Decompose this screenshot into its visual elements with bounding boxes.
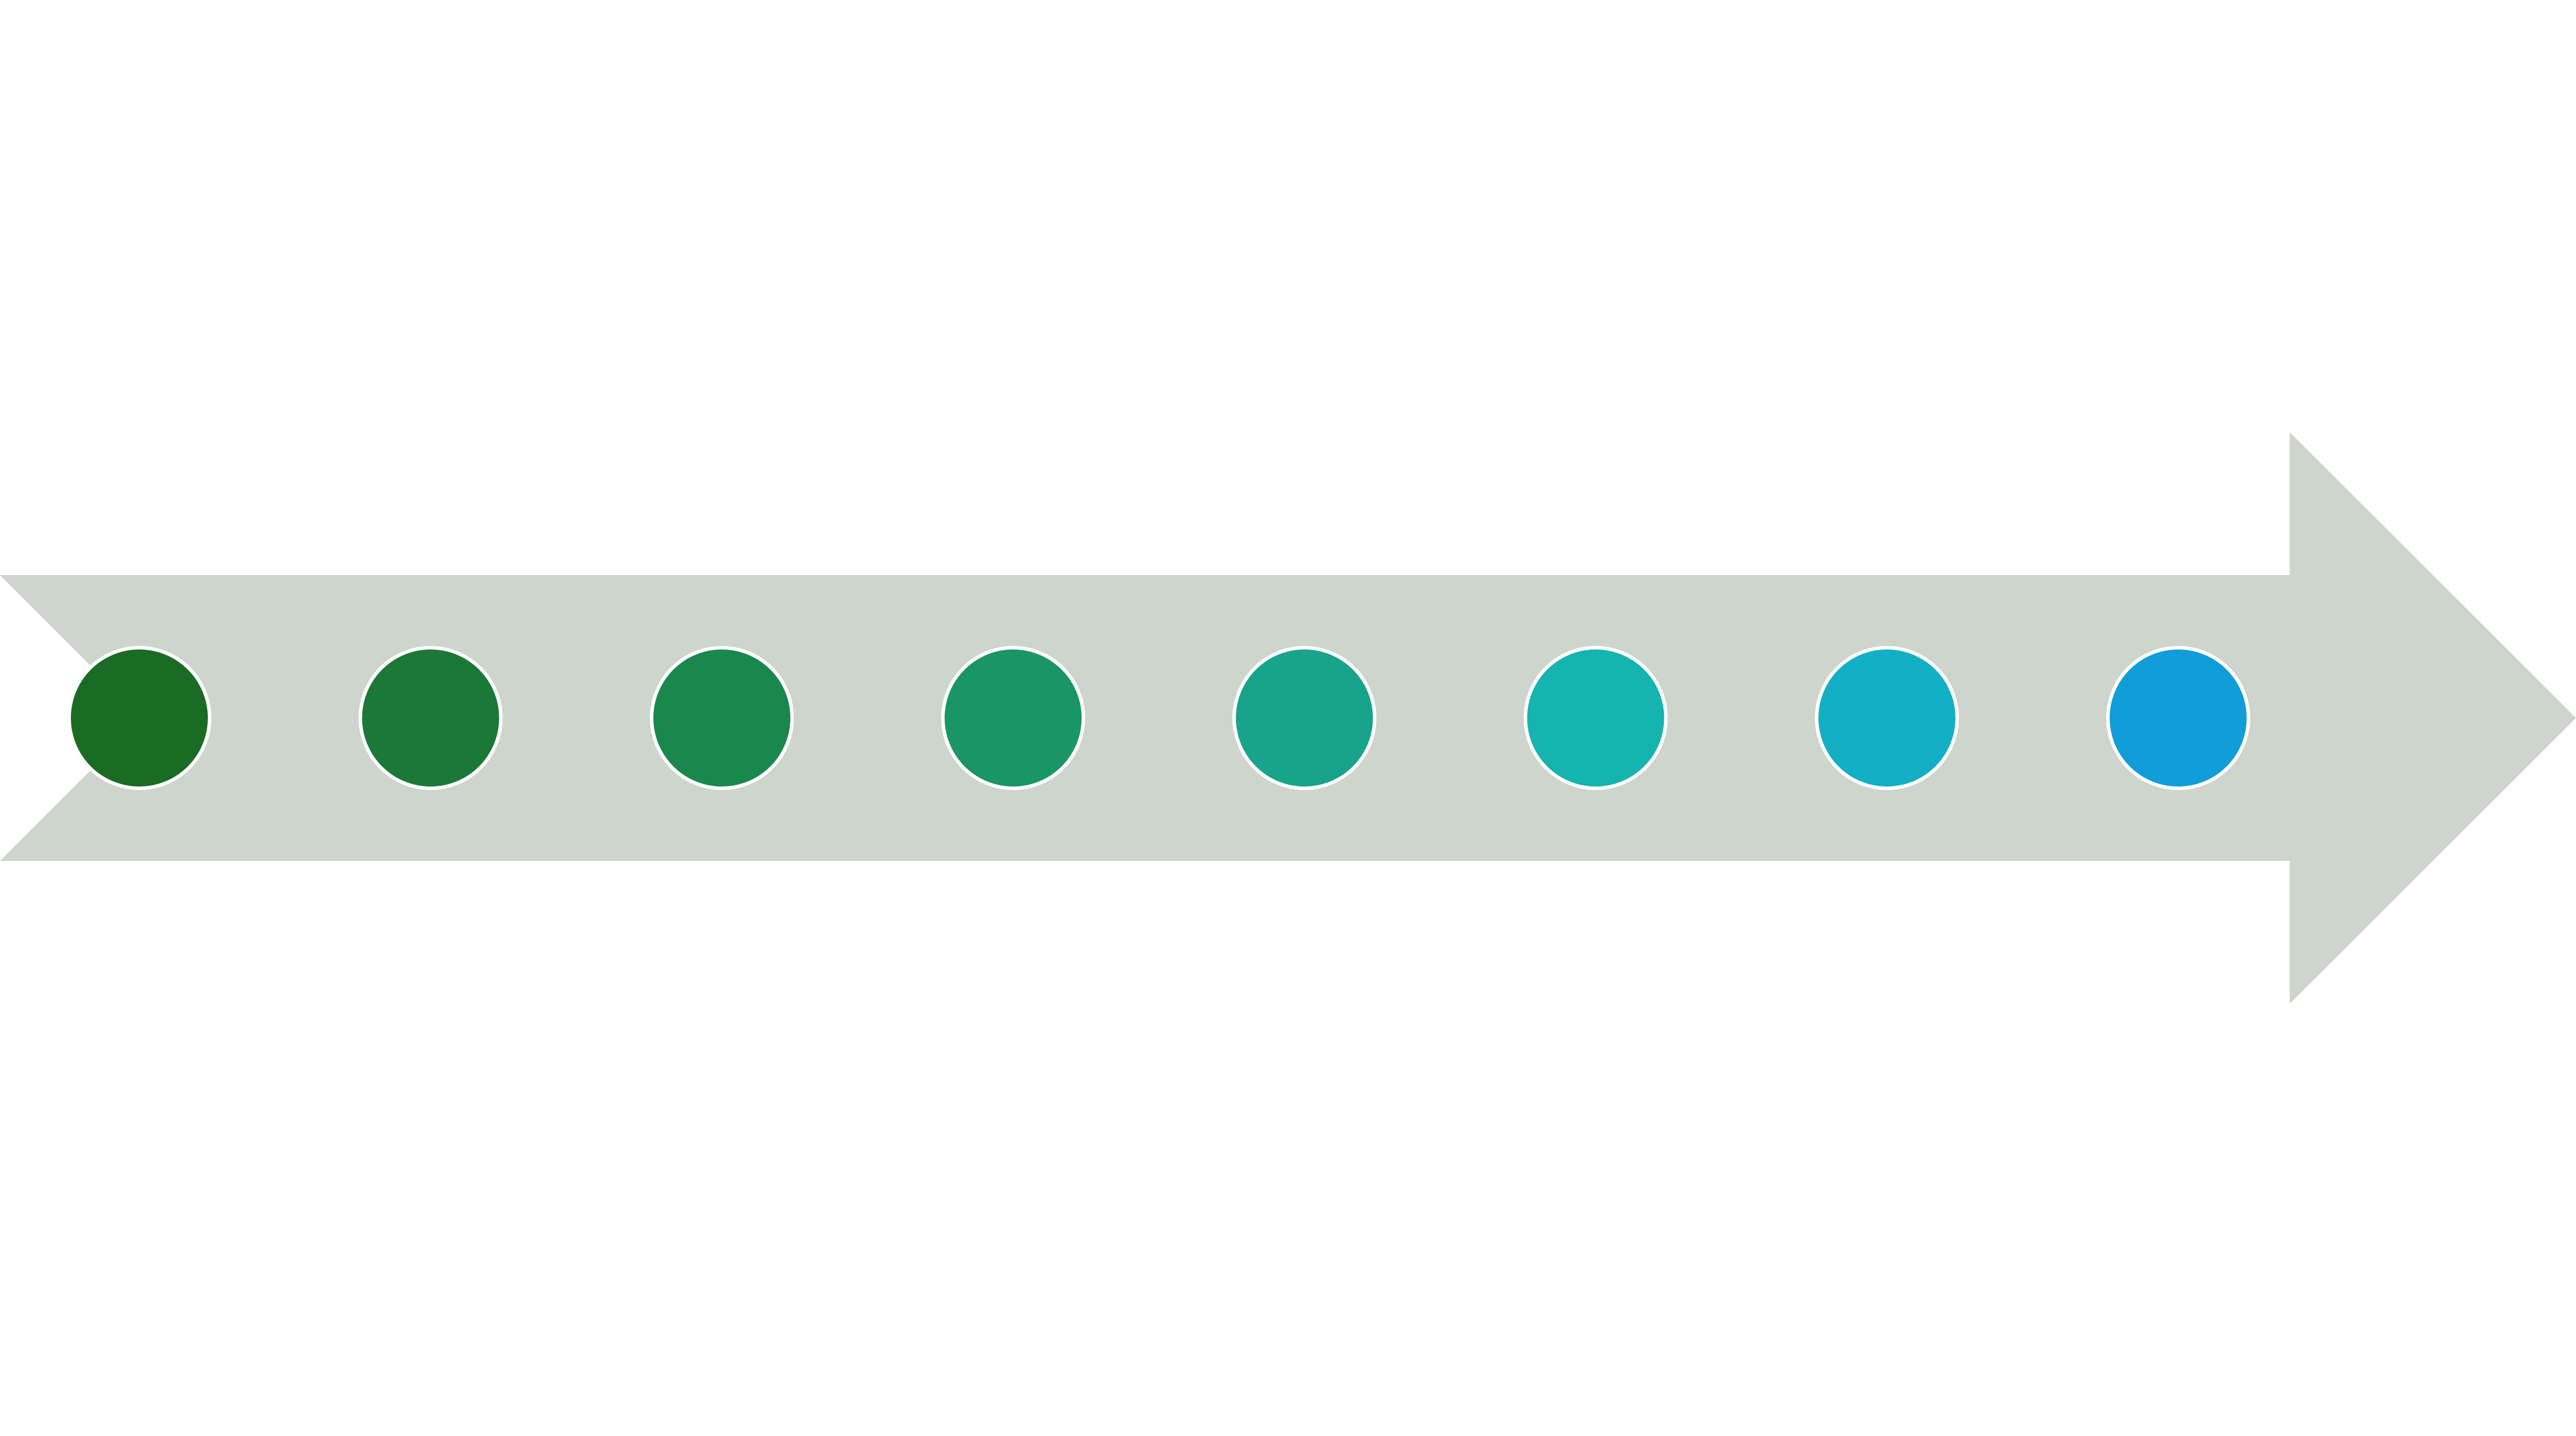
timeline-marker-6 [1523,646,1668,790]
timeline-marker-1 [67,646,211,790]
timeline-markers [67,646,2250,790]
timeline-marker-8 [2106,646,2250,790]
timeline-marker-7 [1815,646,1959,790]
timeline-marker-4 [941,646,1085,790]
timeline-marker-2 [358,646,503,790]
timeline-marker-3 [650,646,794,790]
timeline-marker-5 [1232,646,1376,790]
